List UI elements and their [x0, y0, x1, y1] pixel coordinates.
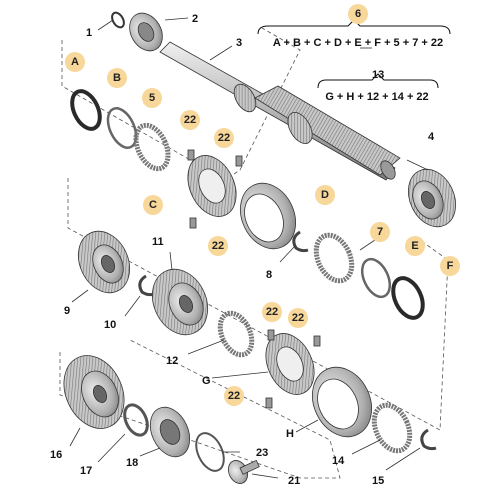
sleeve-d [240, 182, 296, 250]
ring-f [391, 276, 425, 320]
badge-22-c: 22 [208, 236, 228, 256]
label-8: 8 [266, 269, 272, 281]
gear-4 [407, 168, 457, 228]
svg-text:7: 7 [377, 226, 383, 238]
label-18: 18 [126, 457, 138, 469]
synchro-ring-12 [217, 310, 255, 358]
leader-lines [69, 17, 429, 479]
badge-e: E [405, 236, 425, 256]
formula-braces [257, 19, 451, 89]
svg-text:5: 5 [149, 92, 155, 104]
gear-16 [63, 355, 125, 429]
svg-text:22: 22 [266, 306, 278, 318]
label-10: 10 [104, 319, 116, 331]
snap-ring-1 [111, 11, 125, 29]
badge-b: B [107, 68, 127, 88]
circlip-23 [195, 432, 225, 472]
label-3: 3 [236, 37, 242, 49]
label-12: 12 [166, 355, 178, 367]
badge-5: 5 [142, 88, 162, 108]
clip-10 [138, 274, 155, 297]
bearing-2 [129, 12, 163, 52]
badge-c: C [143, 195, 163, 215]
ring-a [70, 89, 102, 131]
badge-22-f: 22 [224, 386, 244, 406]
synchro-ring-5 [133, 122, 171, 172]
svg-text:F: F [447, 260, 454, 272]
badge-d: D [315, 185, 335, 205]
badge-7: 7 [370, 222, 390, 242]
label-15: 15 [372, 475, 384, 487]
synchro-hub-g [265, 329, 321, 409]
label-16: 16 [50, 449, 62, 461]
svg-text:22: 22 [292, 312, 304, 324]
assembly-frames [59, 27, 449, 479]
svg-text:22: 22 [184, 114, 196, 126]
svg-text:C: C [149, 199, 157, 211]
svg-text:22: 22 [212, 240, 224, 252]
svg-text:B: B [113, 72, 121, 84]
label-11: 11 [152, 236, 164, 248]
label-1: 1 [86, 27, 92, 39]
label-13: 13 [372, 69, 384, 81]
bearing-18 [149, 406, 191, 458]
label-4: 4 [428, 131, 435, 143]
clip-15 [420, 428, 437, 451]
synchro-hub-c [187, 149, 243, 229]
synchro-ring-7 [313, 232, 355, 284]
badge-22-d: 22 [262, 302, 282, 322]
svg-text:E: E [411, 240, 418, 252]
label-9: 9 [64, 305, 70, 317]
label-23: 23 [256, 447, 268, 459]
svg-text:D: D [321, 189, 329, 201]
formula-6: A + B + C + D + E + F + 5 + 7 + 22 [273, 37, 443, 49]
label-2: 2 [192, 13, 198, 25]
svg-text:22: 22 [228, 390, 240, 402]
synchro-ring-14 [371, 402, 413, 454]
main-shaft [159, 41, 401, 181]
svg-text:A: A [71, 56, 79, 68]
badge-6: 6 [348, 4, 368, 24]
sleeve-h [312, 366, 372, 438]
badge-f: F [440, 256, 460, 276]
ring-b [106, 107, 138, 149]
washer-17 [123, 403, 149, 437]
ring-e [360, 257, 392, 299]
svg-text:22: 22 [218, 132, 230, 144]
badge-22-a: 22 [180, 110, 200, 130]
badge-22-e: 22 [288, 308, 308, 328]
label-21: 21 [288, 475, 300, 487]
gear-11 [152, 268, 208, 336]
gear-9 [77, 230, 131, 294]
label-17: 17 [80, 465, 92, 477]
formula-13: G + H + 12 + 14 + 22 [325, 91, 428, 103]
label-g: G [202, 375, 211, 387]
bolt-21 [227, 459, 260, 484]
label-14: 14 [332, 455, 345, 467]
badge-a: A [65, 52, 85, 72]
label-h: H [286, 428, 294, 440]
svg-text:6: 6 [355, 8, 361, 20]
badge-22-b: 22 [214, 128, 234, 148]
clip-8 [292, 230, 309, 253]
